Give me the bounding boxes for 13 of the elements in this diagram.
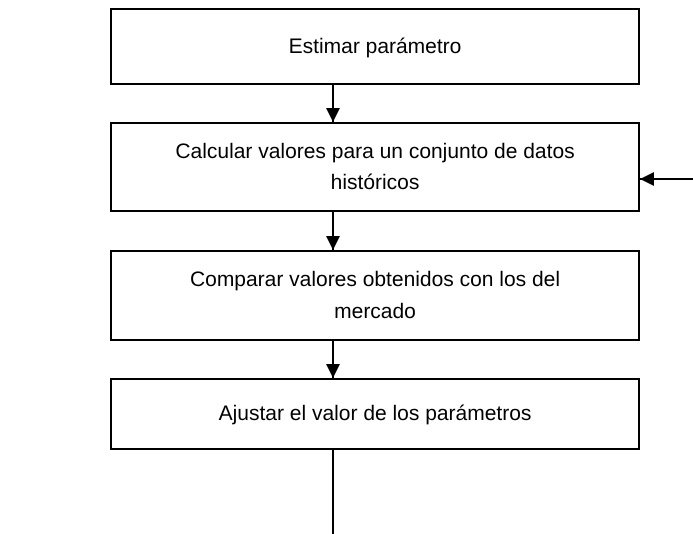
arrow (326, 341, 340, 378)
arrow (640, 172, 693, 186)
connector-line (332, 450, 334, 534)
arrow (326, 85, 340, 122)
process-box (110, 122, 640, 212)
arrow (326, 212, 340, 250)
process-box (110, 8, 640, 85)
process-box (110, 378, 640, 450)
box-label: Ajustar el valor de los parámetros (218, 401, 532, 428)
box-label: Calcular valores para un conjunto de datos históricos (174, 138, 576, 196)
process-box (110, 250, 640, 341)
box-label: Comparar valores obtenidos con los del mercado (188, 267, 562, 324)
box-label: Estimar parámetro (288, 34, 462, 60)
